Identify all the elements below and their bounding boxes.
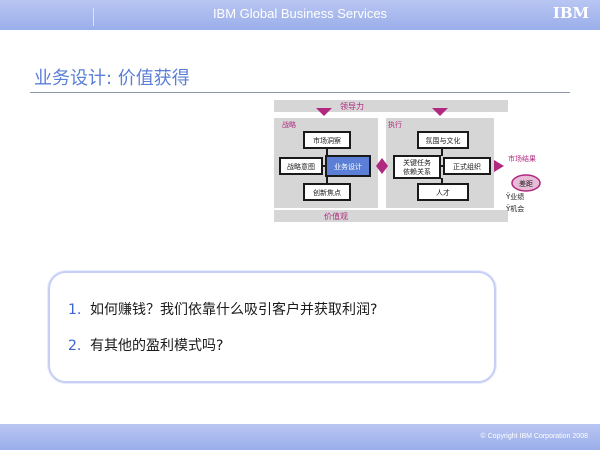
result-item-opportunity: Ÿ机会 — [505, 204, 524, 213]
execution-label: 执行 — [388, 120, 402, 129]
right-down-arrow-icon — [432, 108, 448, 116]
results-arrow-icon — [494, 160, 504, 172]
header-divider — [93, 8, 94, 26]
node-critical-tasks-line2: 依赖关系 — [403, 167, 431, 176]
leadership-band — [274, 100, 508, 112]
leadership-label: 领导力 — [340, 101, 364, 111]
question-1-text: 如何赚钱？我们依靠什么吸引客户并获取利润? — [90, 302, 378, 318]
result-item-performance: Ÿ业绩 — [505, 192, 524, 201]
slide-title: 业务设计: 价值获得 — [34, 68, 190, 89]
ibm-logo-text: IBM — [553, 4, 589, 22]
node-innovation-focus: 创新焦点 — [313, 188, 341, 197]
node-critical-tasks-line1: 关键任务 — [403, 158, 431, 167]
question-2-number: 2. — [68, 338, 82, 354]
gap-label: 差距 — [519, 179, 533, 188]
strategy-cross — [279, 131, 371, 201]
node-formal-organization: 正式组织 — [453, 162, 481, 171]
question-1-number: 1. — [68, 302, 82, 318]
header-title: IBM Global Business Services — [212, 6, 388, 21]
question-1: 1. 如何赚钱？我们依靠什么吸引客户并获取利润? — [68, 299, 377, 319]
copyright-text: © Copyright IBM Corporation 2008 — [480, 433, 589, 440]
node-business-design: 业务设计 — [334, 162, 362, 171]
node-talent: 人才 — [436, 188, 450, 197]
title-divider — [30, 92, 570, 93]
question-2-text: 有其他的盈利模式吗? — [90, 338, 224, 354]
node-strategic-intent: 战略意图 — [287, 162, 315, 171]
node-climate-culture: 氛围与文化 — [426, 136, 461, 145]
strategy-label: 战略 — [282, 120, 296, 129]
footer-bar: © Copyright IBM Corporation 2008 — [0, 424, 600, 450]
values-label: 价值观 — [324, 211, 348, 221]
left-down-arrow-icon — [316, 108, 332, 116]
ibm-logo: IBM — [553, 4, 589, 22]
questions-callout: 1. 如何赚钱？我们依靠什么吸引客户并获取利润? 2. 有其他的盈利模式吗? — [48, 271, 496, 383]
connector-diamond-icon — [376, 158, 388, 174]
business-model-diagram: 领导力 战略 执行 价值观 市场洞察 战略意图 业务设计 创新焦点 — [272, 98, 562, 228]
gap-badge — [511, 174, 541, 192]
values-band — [274, 210, 508, 222]
node-market-insight: 市场洞察 — [313, 136, 341, 145]
header-bar: IBM Global Business Services IBM — [0, 0, 600, 30]
question-2: 2. 有其他的盈利模式吗? — [68, 335, 223, 355]
market-results-label: 市场结果 — [508, 154, 536, 163]
execution-cross — [393, 131, 491, 201]
